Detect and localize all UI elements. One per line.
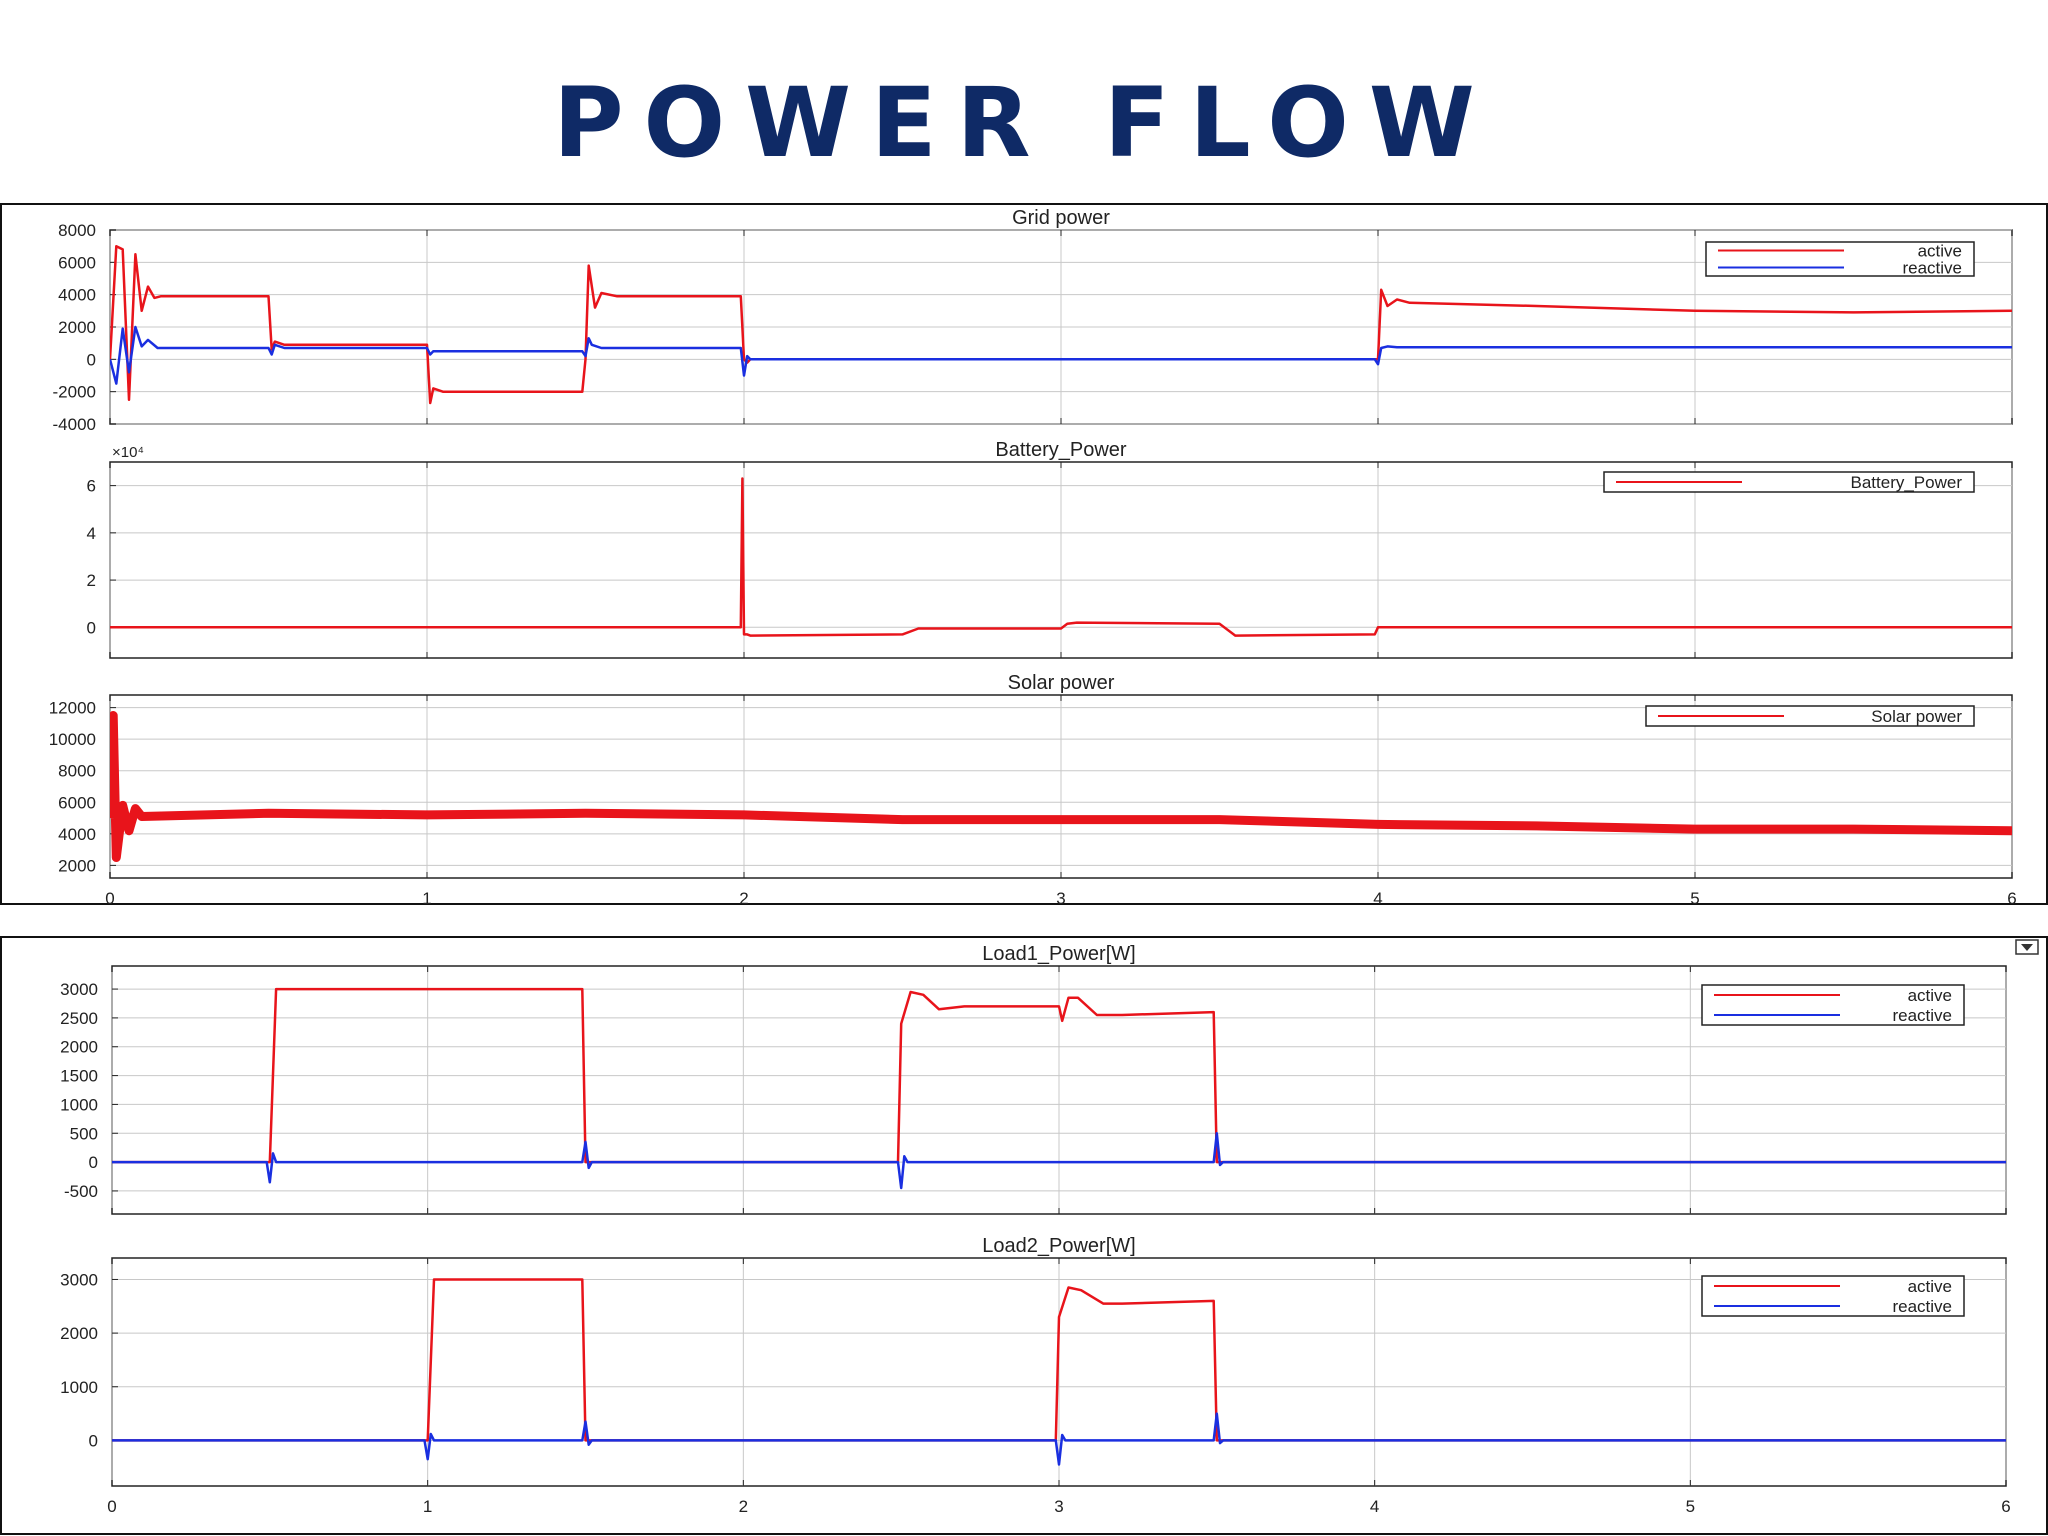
x-tick-label: 3 (1056, 889, 1065, 908)
y-tick-label: 2000 (58, 318, 96, 337)
legend-label: Battery_Power (1851, 473, 1963, 492)
x-tick-label: 0 (107, 1497, 116, 1516)
y-tick-label: 2500 (60, 1009, 98, 1028)
series-line-active (110, 244, 2012, 405)
y-tick-label: 10000 (49, 730, 96, 749)
legend-label: active (1908, 986, 1952, 1005)
y-tick-label: 6 (87, 477, 96, 496)
x-tick-label: 5 (1686, 1497, 1695, 1516)
y-tick-label: 4000 (58, 286, 96, 305)
plot-panel-4: -500 0 500 1000 1500 2000 2500 3000 Load1_Power[… (60, 943, 2007, 1215)
y-tick-label: 2000 (60, 1324, 98, 1343)
legend-box (1701, 1275, 1965, 1317)
y-tick-label: 4 (87, 524, 96, 543)
x-tick-label: 5 (1690, 889, 1699, 908)
x-tick-label: 6 (2007, 889, 2016, 908)
x-tick-label: 6 (2001, 1497, 2010, 1516)
y-tick-label: 6000 (58, 253, 96, 272)
plot-panel-1: -4000 -2000 0 2000 4000 6000 8000 Grid power act… (53, 207, 2013, 434)
y-tick-label: 12000 (49, 699, 96, 718)
legend-label: reactive (1892, 1006, 1952, 1025)
y-tick-label: 0 (89, 1431, 98, 1450)
x-tick-label: 2 (739, 889, 748, 908)
x-tick-label: 2 (739, 1497, 748, 1516)
panel-title: Solar power (1008, 672, 1115, 694)
plot-panel-3: 2000 4000 6000 8000 10000 12000 0 1 2 3 4 5 6 Solar p… (49, 672, 2017, 908)
y-tick-label: 0 (87, 350, 96, 369)
y-tick-label: 8000 (58, 221, 96, 240)
y-tick-label: 500 (70, 1124, 98, 1143)
y-tick-label: 2000 (58, 856, 96, 875)
legend-label: reactive (1902, 259, 1962, 278)
y-exponent-label: ×10⁴ (112, 444, 144, 461)
y-tick-label: -500 (64, 1182, 98, 1201)
y-tick-label: 8000 (58, 762, 96, 781)
y-tick-label: 1000 (60, 1378, 98, 1397)
series-line-reactive (110, 325, 2012, 385)
legend-box (1645, 705, 1975, 727)
legend: Battery_Power (1603, 471, 1975, 493)
legend-label: Solar power (1871, 707, 1962, 726)
y-tick-label: 3000 (60, 1270, 98, 1289)
legend-label: active (1908, 1277, 1952, 1296)
y-tick-label: 1000 (60, 1095, 98, 1114)
series-line-solar-power (110, 711, 2012, 862)
x-tick-label: 1 (422, 889, 431, 908)
y-tick-label: -2000 (53, 383, 96, 402)
legend-box (1705, 241, 1975, 277)
y-tick-label: 3000 (60, 980, 98, 999)
y-tick-label: 1500 (60, 1067, 98, 1086)
y-tick-label: 2 (87, 571, 96, 590)
legend-box (1701, 984, 1965, 1026)
slide-title: POWER FLOW (553, 67, 1495, 179)
series-line-reactive (112, 1132, 2006, 1190)
panel-title: Load2_Power[W] (982, 1235, 1135, 1257)
panel-title: Battery_Power (995, 439, 1127, 461)
y-tick-label: 4000 (58, 825, 96, 844)
legend: Solar power (1645, 705, 1975, 727)
x-tick-label: 0 (105, 889, 114, 908)
series-line-battery-power (110, 477, 2012, 637)
series-line-active (112, 1278, 2006, 1442)
x-tick-label: 4 (1373, 889, 1382, 908)
figure-menu-icon[interactable] (2015, 939, 2039, 955)
x-tick-label: 1 (423, 1497, 432, 1516)
y-tick-label: -4000 (53, 415, 96, 434)
panel-title: Grid power (1012, 207, 1110, 229)
y-tick-label: 6000 (58, 793, 96, 812)
y-tick-label: 0 (87, 618, 96, 637)
x-tick-label: 3 (1054, 1497, 1063, 1516)
series-line-active (112, 987, 2006, 1164)
series-line-reactive (112, 1412, 2006, 1466)
y-tick-label: 0 (89, 1153, 98, 1172)
legend-label: active (1918, 242, 1962, 261)
plot-panel-5: 0 1000 2000 3000 0 1 2 3 4 5 6 Load2_Power[W]active… (60, 1235, 2011, 1516)
y-tick-label: 2000 (60, 1038, 98, 1057)
panel-title: Load1_Power[W] (982, 943, 1135, 965)
legend-box (1603, 471, 1975, 493)
x-tick-label: 4 (1370, 1497, 1379, 1516)
legend-label: reactive (1892, 1297, 1952, 1316)
